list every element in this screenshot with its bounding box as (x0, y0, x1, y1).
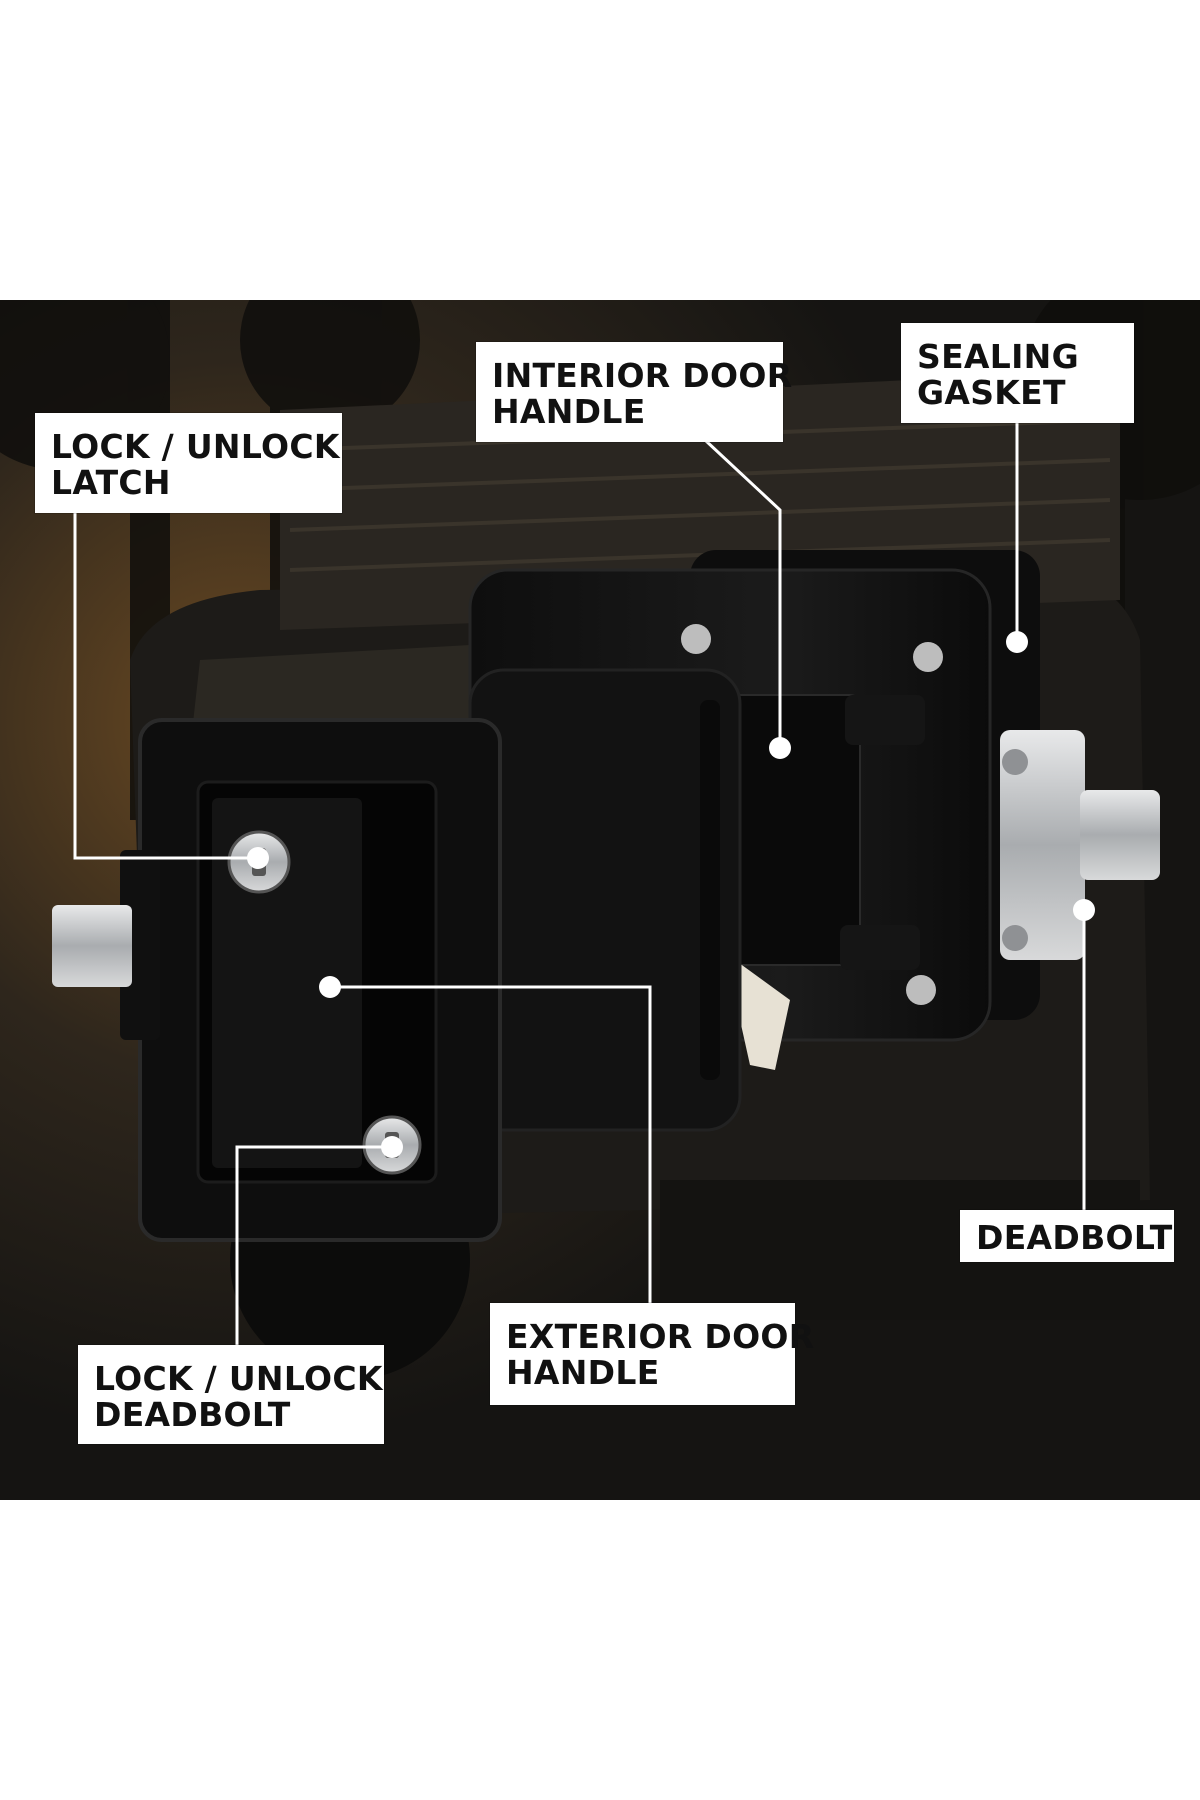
callout-text-line: DEADBOLT (976, 1218, 1173, 1257)
pointer-dot-lock-unlock-latch (247, 847, 269, 869)
callout-text-line: GASKET (917, 373, 1066, 412)
callout-deadbolt: DEADBOLT (960, 1210, 1174, 1262)
pointer-dot-sealing-gasket (1006, 631, 1028, 653)
callout-sealing-gasket: SEALING GASKET (901, 323, 1134, 423)
pointer-dot-lock-unlock-deadbolt (381, 1136, 403, 1158)
callout-text-line: EXTERIOR DOOR (506, 1317, 815, 1356)
callout-interior-door-handle: INTERIOR DOOR HANDLE (476, 342, 793, 442)
leader-line-exterior-door-handle (330, 985, 652, 1303)
callout-text-line: DEADBOLT (94, 1395, 291, 1434)
exterior-lock-unit (52, 668, 742, 1242)
callout-text-line: INTERIOR DOOR (492, 356, 793, 395)
leader-line-lock-unlock-deadbolt (235, 1145, 392, 1345)
callout-lock-unlock-deadbolt: LOCK / UNLOCK DEADBOLT (78, 1345, 384, 1444)
leader-line-interior-door-handle (703, 438, 782, 748)
callout-lock-unlock-latch: LOCK / UNLOCK LATCH (35, 413, 342, 513)
callout-exterior-door-handle: EXTERIOR DOOR HANDLE (490, 1303, 815, 1405)
leader-line-lock-unlock-latch (73, 508, 258, 860)
callout-text-line: HANDLE (492, 392, 646, 431)
screw-icon (681, 624, 711, 654)
product-photo (0, 300, 1200, 1500)
pointer-dot-deadbolt (1073, 899, 1095, 921)
pointer-dot-exterior-door-handle (319, 976, 341, 998)
callout-text-line: LOCK / UNLOCK (51, 427, 340, 466)
callout-text-line: HANDLE (506, 1353, 660, 1392)
callout-text-line: SEALING (917, 337, 1079, 376)
callout-text-line: LOCK / UNLOCK (94, 1359, 383, 1398)
callout-text-line: LATCH (51, 463, 171, 502)
pointer-dot-interior-door-handle (769, 737, 791, 759)
